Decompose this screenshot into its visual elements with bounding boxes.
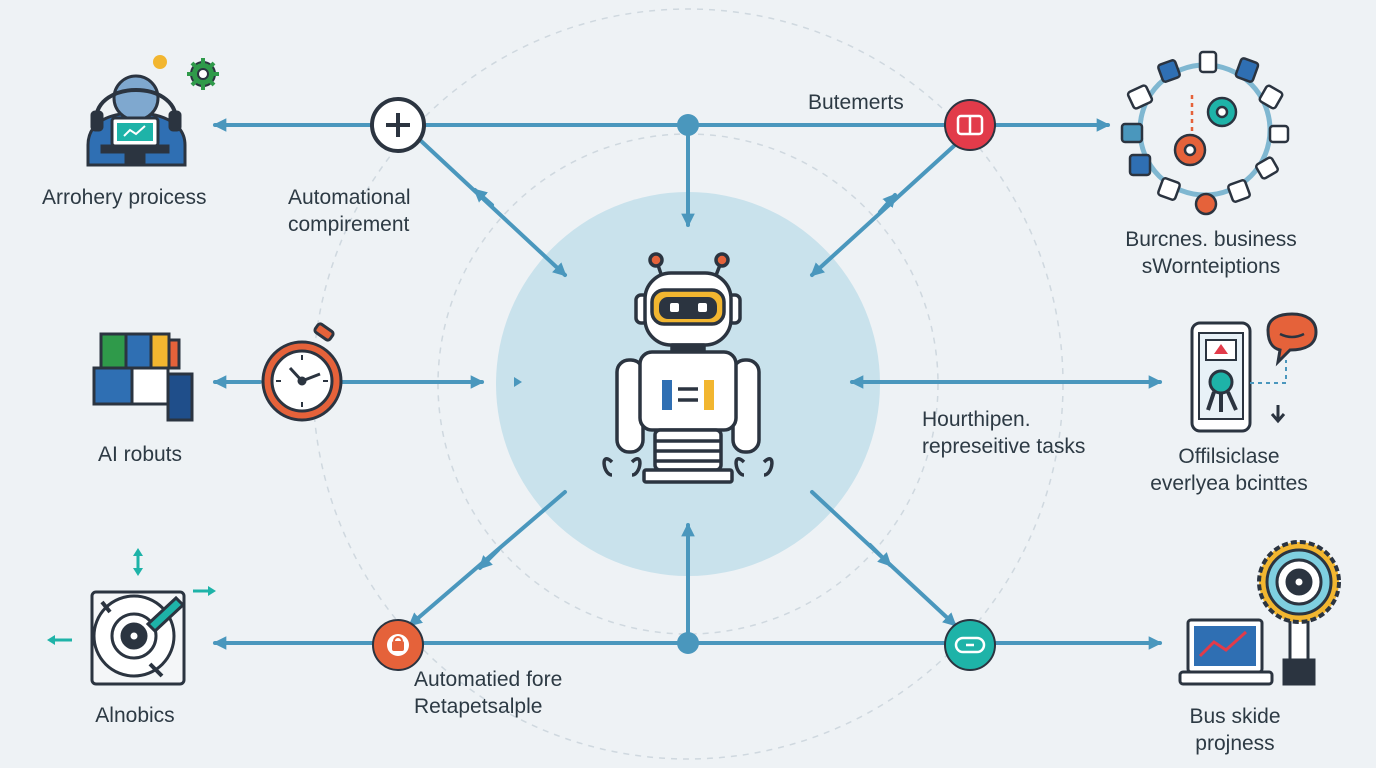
node-dot-bottom — [677, 632, 699, 654]
plus-icon — [370, 97, 426, 153]
label-line: Burcnes. business — [1125, 228, 1297, 251]
label-line: Bus skide — [1189, 705, 1281, 728]
label-line: Offilsiclase — [1178, 445, 1280, 468]
label-line: Automational — [288, 186, 411, 209]
label-line: Butemerts — [808, 91, 904, 114]
label-business: Burcnes. business sWornteiptions — [1100, 226, 1322, 280]
label-line: Alnobics — [95, 704, 175, 727]
label-line: compirement — [288, 213, 410, 236]
label-arrohery-process: Arrohery proicess — [42, 184, 207, 211]
label-line: represeitive tasks — [922, 435, 1086, 458]
label-line: AI robuts — [97, 443, 183, 466]
node-dot-left-hub — [514, 377, 522, 387]
chain-link-icon — [944, 99, 996, 151]
label-line: Arrohery proicess — [42, 186, 207, 209]
stopwatch-icon — [261, 322, 343, 422]
laptop-chart-gauge-icon — [1178, 540, 1341, 686]
lock-icon — [372, 619, 424, 671]
link-icon — [944, 619, 996, 671]
label-offilsiclase: Offilsiclase everlyea bcinttes — [1126, 443, 1332, 497]
worker-laptop-icon — [86, 55, 219, 167]
business-apps-ring-icon — [1120, 50, 1290, 216]
colored-blocks-icon — [92, 332, 194, 422]
label-automatied: Automatied fore Retapetsalple — [414, 666, 562, 720]
label-repetitive-tasks: Hourthipen. represeitive tasks — [922, 406, 1085, 460]
label-line: Automatied fore — [414, 668, 563, 691]
label-line: Hourthipen. — [922, 408, 1031, 431]
robot-icon — [602, 252, 774, 484]
label-line: projness — [1195, 732, 1275, 755]
label-ai-robuts: AI robuts — [70, 441, 210, 468]
label-butemerts: Butemerts — [808, 89, 904, 116]
node-dot-top — [677, 114, 699, 136]
label-automational: Automational compirement — [288, 184, 411, 238]
label-line: everlyea bcinttes — [1150, 472, 1308, 495]
disk-tool-icon — [47, 548, 216, 686]
label-alnobics: Alnobics — [70, 702, 200, 729]
smartphone-chat-icon — [1190, 312, 1318, 433]
label-bus-skide: Bus skide projness — [1160, 703, 1310, 757]
label-line: Retapetsalple — [414, 695, 543, 718]
label-line: sWornteiptions — [1141, 255, 1281, 278]
